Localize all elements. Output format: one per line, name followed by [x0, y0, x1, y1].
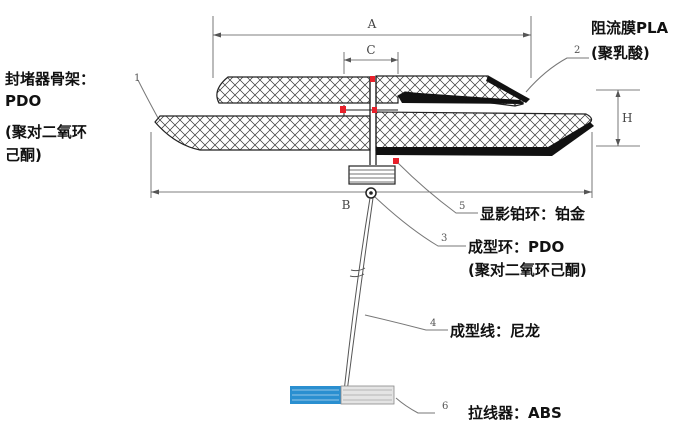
callout-membrane: 2 阻流膜PLA (聚乳酸) [525, 19, 669, 93]
callout-forming-line: 4 成型线：尼龙 [364, 314, 540, 340]
callout-5-number: 5 [459, 201, 465, 212]
callout-platinum-ring: 5 显影铂环：铂金 [397, 162, 586, 223]
callout-3-number: 3 [441, 233, 447, 244]
puller [290, 385, 395, 405]
dimension-c-label: C [366, 43, 375, 57]
callout-1-line-2: PDO [5, 92, 41, 110]
forming-line [343, 197, 374, 393]
callout-6-number: 6 [442, 401, 448, 412]
callout-6-line-1: 拉线器：ABS [468, 404, 562, 422]
callout-2-line-2: (聚乳酸) [591, 44, 650, 62]
lower-disc-left [154, 115, 371, 151]
threaded-hub [348, 165, 396, 185]
callout-1-line-1: 封堵器骨架： [5, 70, 95, 88]
platinum-marker [393, 158, 399, 164]
platinum-marker [340, 106, 346, 113]
callout-forming-ring: 3 成型环：PDO (聚对二氧环己酮) [374, 196, 587, 279]
callout-2-number: 2 [574, 45, 580, 56]
dimension-b-label: B [342, 198, 351, 212]
platinum-marker [372, 107, 377, 113]
callout-1-line-4: 己酮) [5, 146, 42, 164]
dimension-h-label: H [622, 111, 632, 125]
callout-5-line-1: 显影铂环：铂金 [480, 205, 586, 223]
callout-3-line-2: (聚对二氧环己酮) [468, 261, 587, 279]
callout-4-number: 4 [430, 318, 436, 329]
dimension-a: A [212, 16, 532, 78]
callout-skeleton: 1 封堵器骨架： PDO (聚对二氧环 己酮) [5, 70, 159, 164]
platinum-marker [370, 76, 375, 82]
membrane-upper-tail [486, 76, 530, 103]
membrane-lower [376, 122, 594, 156]
callout-4-line-1: 成型线：尼龙 [450, 322, 540, 340]
callout-1-number: 1 [134, 73, 140, 84]
dimension-h: H [596, 89, 640, 147]
callout-1-line-3: (聚对二氧环 [5, 123, 87, 141]
membrane-upper [398, 92, 524, 104]
callout-puller: 6 拉线器：ABS [395, 397, 562, 422]
upper-disc-left [216, 76, 371, 104]
callout-3-line-1: 成型环：PDO [468, 238, 564, 256]
occluder-body [154, 75, 594, 199]
callout-2-line-1: 阻流膜PLA [591, 19, 669, 37]
dimension-c: C [343, 43, 399, 74]
dimension-a-label: A [367, 17, 377, 31]
